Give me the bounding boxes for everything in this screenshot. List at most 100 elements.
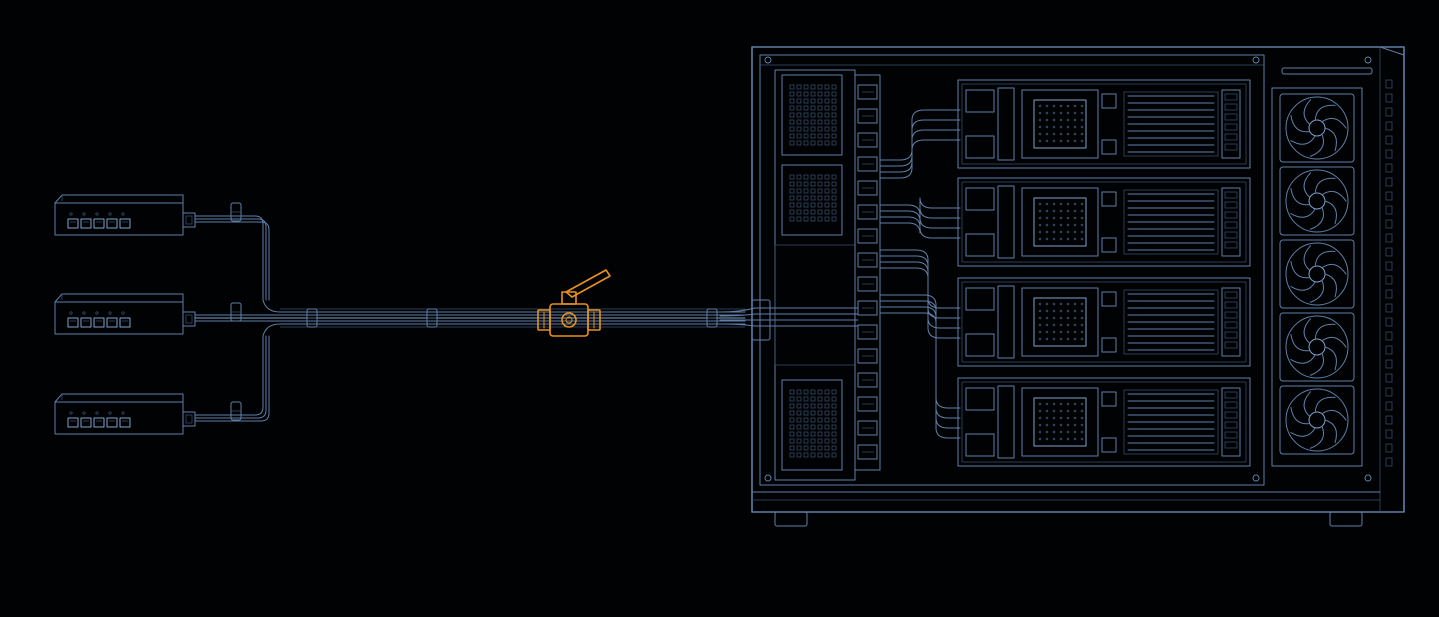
cpu-pin — [1073, 209, 1077, 213]
vent-hole — [831, 209, 837, 215]
vent-hole — [803, 133, 809, 139]
vent-hole — [817, 445, 823, 451]
vent-hole — [817, 431, 823, 437]
node-connector — [965, 135, 995, 159]
connector-block — [857, 372, 878, 388]
side-vent — [1385, 401, 1393, 411]
cpu-pin — [1052, 104, 1056, 108]
cpu-pin — [1059, 209, 1063, 213]
vent-hole — [810, 452, 816, 458]
vent-hole — [803, 389, 809, 395]
vent-hole — [831, 140, 837, 146]
vent-hole — [796, 389, 802, 395]
internal-cable — [879, 249, 961, 309]
trunk-cable — [262, 299, 746, 313]
vent-hole — [789, 126, 795, 132]
vent-hole — [824, 91, 830, 97]
compute-node — [957, 277, 1251, 367]
side-vent — [1385, 191, 1393, 201]
vent-hole — [817, 209, 823, 215]
vent-hole — [803, 403, 809, 409]
vent-hole — [810, 431, 816, 437]
cpu-pin — [1045, 216, 1049, 220]
vent-hole — [824, 174, 830, 180]
connector-block — [857, 396, 878, 412]
fan-ring — [1285, 169, 1349, 233]
ethernet-port — [80, 218, 92, 229]
cpu-pin — [1073, 330, 1077, 334]
valve-port-inner — [565, 316, 573, 324]
vent-hole — [817, 181, 823, 187]
vent-hole — [789, 119, 795, 125]
vent-hole — [789, 181, 795, 187]
chassis-inner-frame — [759, 54, 1265, 486]
screw — [1252, 56, 1260, 64]
side-vent — [1385, 219, 1393, 229]
connector-block — [857, 156, 878, 172]
ethernet-port — [119, 218, 131, 229]
chip — [1101, 337, 1117, 353]
cpu-pin — [1059, 223, 1063, 227]
status-led — [95, 411, 99, 415]
ethernet-port — [119, 417, 131, 428]
vent-hole — [803, 195, 809, 201]
fan-blade — [1324, 419, 1337, 444]
vent-hole — [810, 91, 816, 97]
cpu-pin — [1066, 237, 1070, 241]
vent-hole — [817, 140, 823, 146]
cpu-heatspreader — [1033, 99, 1087, 149]
vent-hole — [789, 216, 795, 222]
cpu-heatspreader — [1033, 397, 1087, 447]
cpu-pin — [1052, 337, 1056, 341]
cpu-pin — [1066, 230, 1070, 234]
vent-hole — [810, 105, 816, 111]
side-vent — [1385, 443, 1393, 453]
vent-hole — [824, 209, 830, 215]
cpu-pin — [1080, 209, 1084, 213]
ethernet-port — [67, 317, 79, 328]
vent-panel — [781, 74, 843, 156]
cpu-pin — [1073, 223, 1077, 227]
vent-hole — [810, 140, 816, 146]
vent-hole — [824, 431, 830, 437]
vent-hole — [817, 105, 823, 111]
cpu-pin — [1038, 139, 1042, 143]
fan-frame — [1279, 93, 1355, 163]
vent-hole — [831, 410, 837, 416]
cpu-pin — [1045, 209, 1049, 213]
status-led — [95, 212, 99, 216]
vent-hole — [824, 119, 830, 125]
vent-hole — [796, 438, 802, 444]
fan-hub — [1308, 119, 1326, 137]
vent-hole — [817, 424, 823, 430]
cpu-pin — [1038, 437, 1042, 441]
fan-hub — [1308, 192, 1326, 210]
vent-hole — [810, 410, 816, 416]
internal-cable — [879, 300, 961, 419]
vent-hole — [789, 396, 795, 402]
cpu-socket — [1021, 287, 1099, 357]
fan-blade — [1290, 114, 1311, 133]
switch-connector — [182, 311, 196, 327]
vent-hole — [817, 133, 823, 139]
side-vent — [1385, 303, 1393, 313]
vent-hole — [789, 403, 795, 409]
cpu-pin — [1052, 230, 1056, 234]
chip — [1101, 437, 1117, 453]
vent-hole — [789, 91, 795, 97]
cpu-pin — [1045, 416, 1049, 420]
cpu-pin — [1038, 337, 1042, 341]
cpu-pin — [1052, 118, 1056, 122]
cpu-pin — [1059, 125, 1063, 129]
cpu-pin — [1073, 125, 1077, 129]
cpu-pin — [1080, 230, 1084, 234]
cpu-pin — [1059, 230, 1063, 234]
vent-hole — [831, 119, 837, 125]
fan-blade — [1309, 206, 1324, 230]
cable — [194, 335, 267, 419]
cpu-pin — [1052, 209, 1056, 213]
cpu-pin — [1038, 209, 1042, 213]
vent-hole — [789, 438, 795, 444]
chassis-foot — [1329, 511, 1363, 527]
node-tray-inner — [961, 83, 1247, 165]
